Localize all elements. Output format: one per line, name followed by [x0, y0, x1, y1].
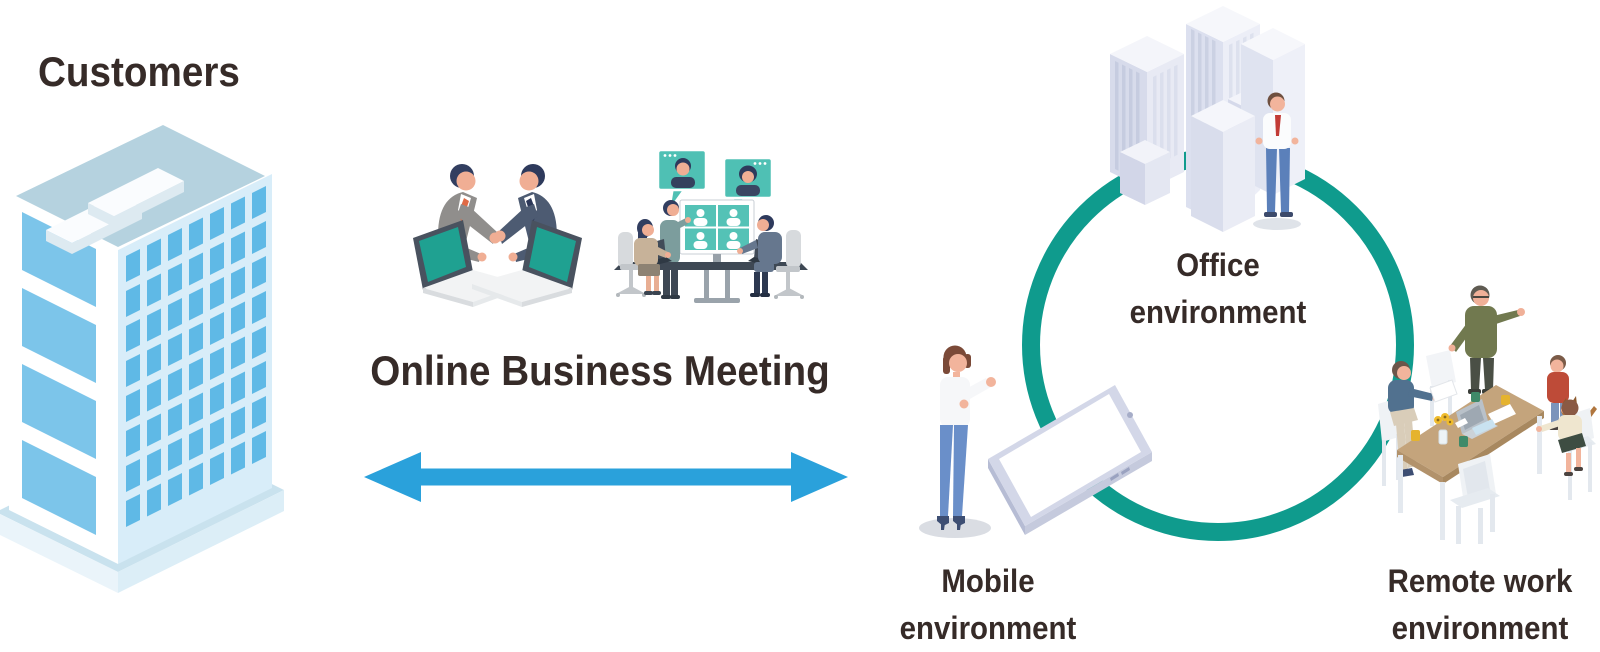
- building-roof-units: [46, 168, 184, 254]
- online-business-meeting-label: Online Business Meeting: [370, 347, 830, 394]
- customers-label: Customers: [38, 48, 240, 95]
- right-laptop-icon: [472, 220, 582, 307]
- front-chair: [1450, 454, 1500, 544]
- seated-daughter: [1558, 399, 1596, 500]
- office-worker-illustration: [1253, 92, 1301, 230]
- remote-work-environment-label: Remote work environment: [1342, 558, 1600, 652]
- building-right-windows: [126, 186, 266, 528]
- customers-building-illustration: [0, 112, 284, 593]
- mobile-environment-line1: Mobile: [941, 563, 1035, 599]
- tower-front: [1191, 100, 1255, 232]
- remote-work-line2: environment: [1391, 610, 1569, 646]
- mobile-environment-line2: environment: [899, 610, 1077, 646]
- far-chair: [1426, 350, 1456, 426]
- mobile-environment-label: Mobile environment: [850, 558, 1126, 652]
- seated-woman: [616, 219, 671, 297]
- standing-father: [1448, 285, 1525, 394]
- worker-shadow: [1253, 218, 1301, 230]
- office-environment-line2: environment: [1129, 294, 1307, 330]
- office-buildings-illustration: [1110, 6, 1305, 232]
- tablet-icon: [988, 385, 1152, 535]
- office-environment-line1: Office: [1176, 247, 1260, 283]
- mobile-woman: [937, 345, 996, 530]
- table-items: [1411, 392, 1516, 447]
- building-left-windows: [22, 211, 96, 535]
- handshake-illustration: [413, 164, 582, 307]
- video-call-card-man: [656, 148, 708, 206]
- video-call-card-woman: [722, 156, 774, 212]
- double-arrow-icon: [364, 452, 848, 502]
- meeting-monitor: [679, 199, 755, 264]
- remote-work-line1: Remote work: [1387, 563, 1573, 599]
- seated-man: [737, 215, 804, 299]
- mobile-shadow: [919, 518, 991, 538]
- mobile-worker-illustration: [919, 345, 1152, 538]
- daughter-arm: [1536, 420, 1560, 432]
- remote-work-illustration: [1378, 285, 1597, 544]
- tower-small-left: [1120, 140, 1170, 205]
- video-meeting-illustration: [614, 148, 808, 303]
- mother-arm-with-paper: [1408, 379, 1458, 403]
- office-worker: [1255, 92, 1299, 217]
- office-environment-label: Office environment: [1080, 242, 1356, 336]
